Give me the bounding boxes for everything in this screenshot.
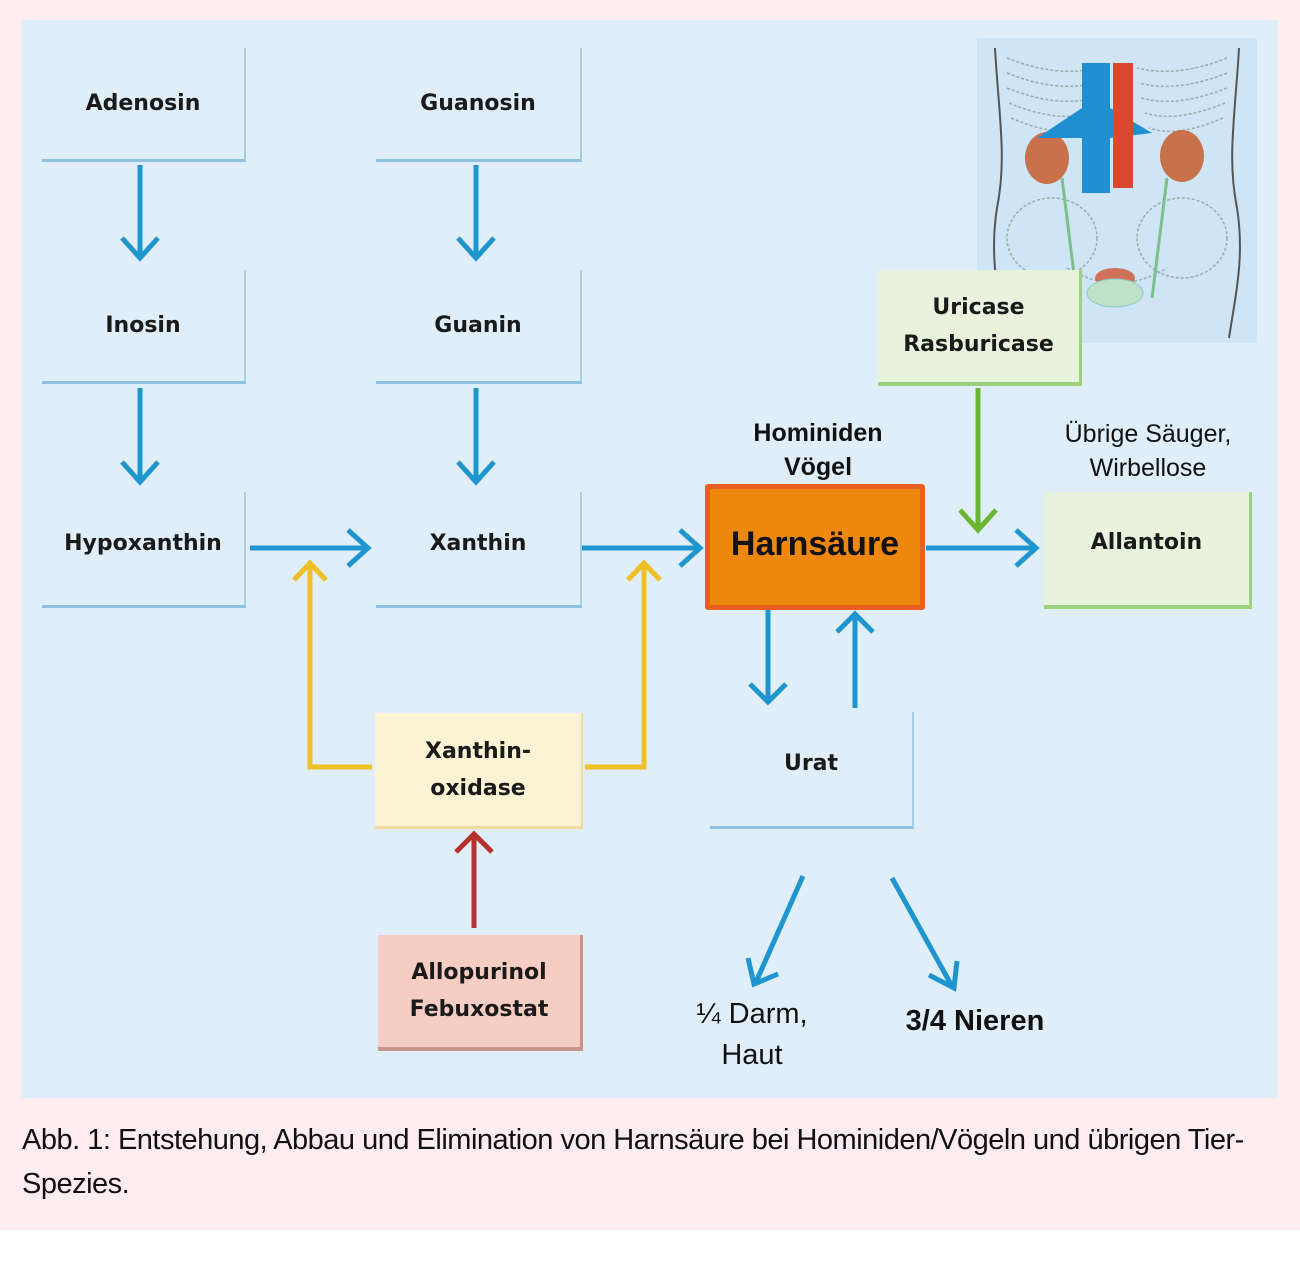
node-label: Guanosin [420,91,536,116]
arrow-harnsaeure-allantoin [926,528,1040,568]
arrow-adenosin-inosin [120,165,160,262]
node-label: Inosin [105,313,181,338]
node-label: Hypoxanthin [64,531,222,556]
arrow-xanthinoxidase-right [585,559,662,770]
node-xanthin: Xanthin [376,492,582,608]
node-xanthinoxidase: Xanthin- oxidase [375,713,583,829]
node-label: Uricase Rasburicase [903,295,1054,357]
node-guanin: Guanin [376,270,582,384]
node-label: Urat [783,750,839,776]
node-label: Harnsäure [730,524,900,563]
node-label: Allantoin [1090,530,1203,555]
node-adenosin: Adenosin [42,48,246,162]
arrow-xanthin-harnsaeure [582,528,704,568]
node-urat: Urat [710,712,914,829]
arrow-urat-harnsaeure [835,610,875,708]
arrow-inosin-hypoxanthin [120,388,160,486]
node-label: Xanthin [429,531,527,556]
arrow-uricase-allantoin [958,388,998,534]
node-label: Guanin [434,313,522,338]
label-nieren: 3/4 Nieren [905,1005,1045,1037]
torso-icon [993,47,1241,339]
label-uebrige-saeuger: Übrige Säuger, Wirbellose [1064,420,1232,482]
arrow-guanosin-guanin [456,165,496,262]
node-guanosin: Guanosin [376,48,582,162]
node-label: Xanthin- oxidase [425,738,531,801]
arrow-allopurinol-xanthinoxidase [454,830,494,928]
node-hypoxanthin: Hypoxanthin [42,492,246,608]
figure-caption: Abb. 1: Entstehung, Abbau und Eliminatio… [22,1124,1244,1200]
arrow-harnsaeure-urat [748,610,788,706]
arrow-urat-nieren [889,876,960,992]
node-harnsaeure: Harnsäure [705,484,925,610]
node-allantoin: Allantoin [1044,492,1252,609]
arrow-guanin-xanthin [456,388,496,486]
node-inosin: Inosin [42,270,246,384]
human-torso-kidneys-illustration [977,38,1257,343]
arrow-urat-darm [745,874,806,988]
arrow-hypoxanthin-xanthin [250,528,372,568]
node-allopurinol: Allopurinol Febuxostat [378,935,583,1051]
node-uricase: Uricase Rasburicase [878,270,1082,386]
node-label: Allopurinol Febuxostat [409,960,549,1022]
node-label: Adenosin [85,91,201,116]
label-hominiden-voegel: Hominiden Vögel [753,419,883,481]
label-darm-haut: ¼ Darm, Haut [696,998,808,1071]
arrow-xanthinoxidase-left [292,559,372,770]
